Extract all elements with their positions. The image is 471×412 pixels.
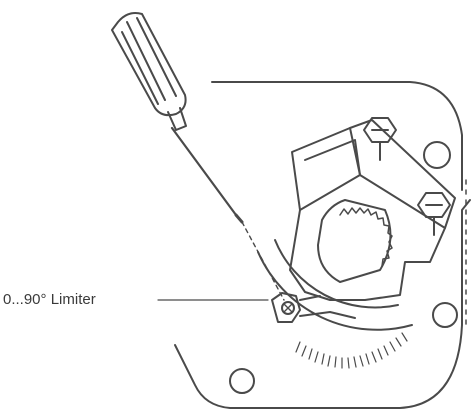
bolt-top xyxy=(363,117,397,161)
shaft-clamp xyxy=(317,199,392,283)
bracket-clamp-arm xyxy=(349,119,456,229)
shaft-gear xyxy=(339,207,393,267)
scale-ticks xyxy=(295,332,408,369)
limiter-screw xyxy=(271,292,301,323)
scale-inner-arc xyxy=(274,239,399,309)
limiter-stop xyxy=(299,295,356,319)
bracket-front-face xyxy=(299,139,361,211)
plate-hole-top-right xyxy=(423,141,451,169)
screwdriver xyxy=(111,12,244,224)
plate-hole-bottom-left xyxy=(229,368,255,394)
scale-outer-arc xyxy=(257,251,413,331)
bolt-right xyxy=(417,192,451,236)
mounting-plate xyxy=(174,81,471,409)
limiter-callout-label: 0...90° Limiter xyxy=(3,291,96,308)
alignment-guide xyxy=(241,221,285,301)
plate-hole-mid-right xyxy=(432,302,458,328)
